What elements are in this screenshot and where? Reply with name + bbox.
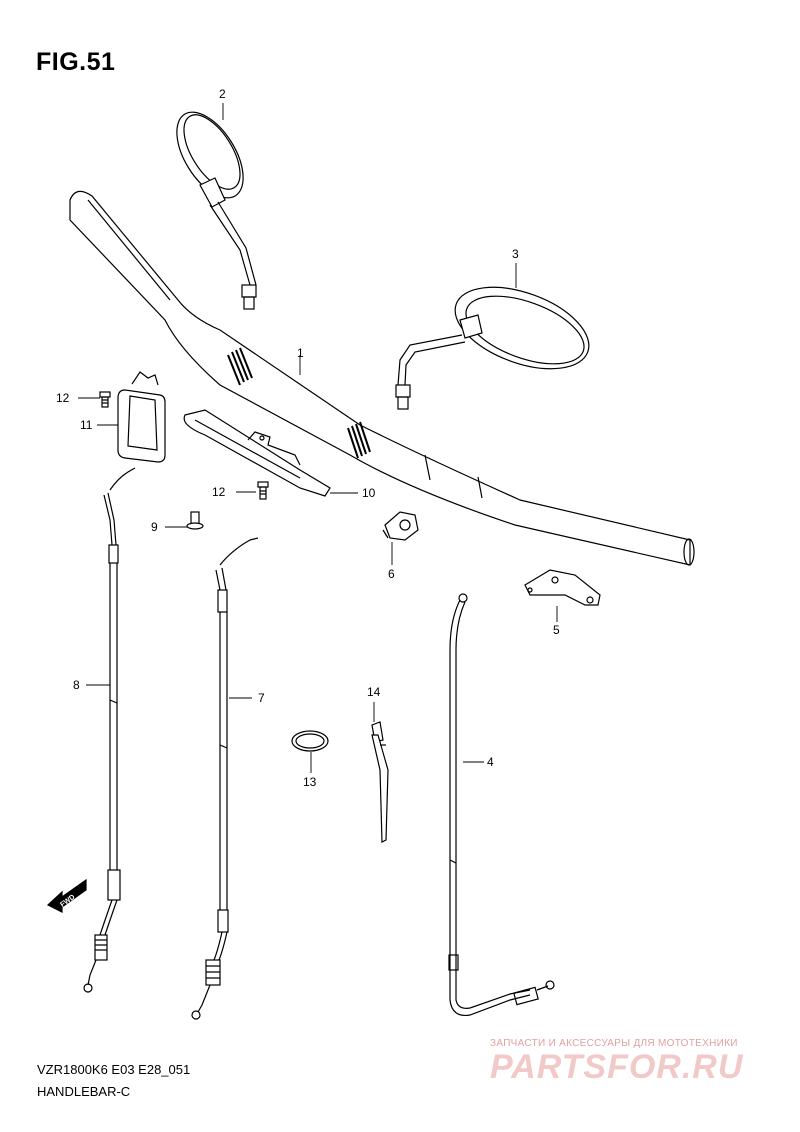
cable-tie: [371, 721, 389, 843]
cable-guide-bracket: [183, 409, 331, 497]
callout-4: 4: [487, 755, 494, 769]
callout-1: 1: [297, 346, 304, 360]
figure-title: FIG.51: [36, 48, 116, 76]
callout-12-lower: 12: [212, 485, 226, 499]
watermark-logo: PARTSFOR.RU: [490, 1048, 744, 1086]
screw-upper: [99, 391, 111, 408]
callout-5: 5: [553, 623, 560, 637]
screw-9: [186, 511, 204, 530]
callout-10: 10: [362, 486, 376, 500]
callout-11: 11: [80, 418, 93, 432]
callout-6: 6: [388, 567, 395, 581]
cable-clamp: [382, 511, 419, 541]
wire-clip: [117, 371, 166, 463]
callout-8: 8: [73, 678, 80, 692]
screw-lower: [257, 481, 269, 500]
handlebar: [69, 190, 695, 566]
mirror-left: [176, 111, 257, 310]
o-ring: [291, 730, 329, 752]
mount-bracket: [524, 569, 601, 606]
clutch-cable-4: [448, 593, 555, 1017]
mirror-right: [395, 286, 590, 410]
grip-band-left: [227, 347, 253, 386]
leader-lines: [78, 103, 558, 773]
figure-subtitle: HANDLEBAR-C: [37, 1084, 131, 1099]
callout-12-upper: 12: [56, 391, 70, 405]
callout-7: 7: [258, 691, 265, 705]
callout-13: 13: [303, 775, 317, 789]
throttle-cable-8: [83, 467, 136, 993]
grip-band-right: [347, 421, 371, 459]
model-code: VZR1800K6 E03 E28_051: [37, 1062, 191, 1077]
watermark-caption: ЗАПЧАСТИ И АКСЕССУАРЫ ДЛЯ МОТОТЕХНИКИ: [490, 1038, 738, 1049]
callout-3: 3: [512, 247, 519, 261]
fwd-arrow: [46, 878, 87, 913]
callout-9: 9: [151, 520, 158, 534]
callout-2: 2: [219, 87, 226, 101]
throttle-cable-7: [191, 537, 259, 1020]
callout-14: 14: [367, 685, 381, 699]
